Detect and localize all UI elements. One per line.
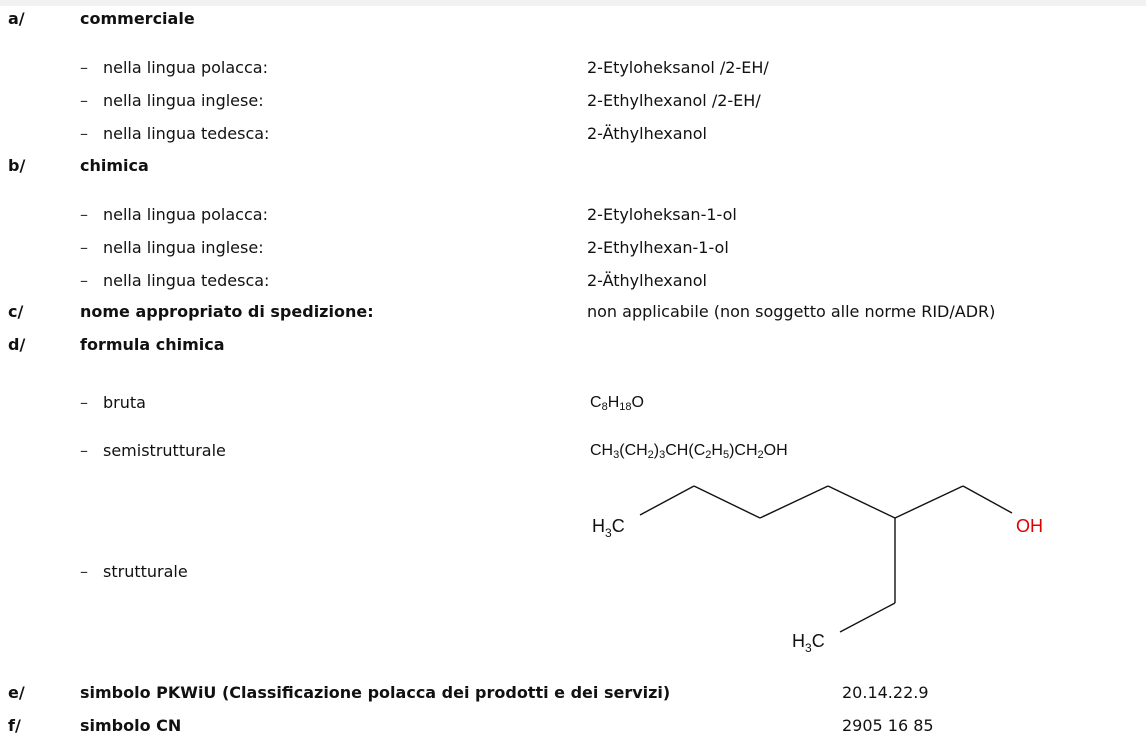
section-b-title: chimica: [80, 156, 149, 175]
item-value: 2-Etyloheksan-1-ol: [587, 205, 737, 224]
bruta-label: bruta: [103, 393, 146, 412]
list-dash: –: [80, 205, 88, 224]
item-value: 2-Äthylhexanol: [587, 124, 707, 143]
item-label: nella lingua inglese:: [103, 238, 264, 257]
section-c-label: c/: [8, 302, 24, 321]
section-a-title: commerciale: [80, 9, 195, 28]
list-dash: –: [80, 441, 88, 460]
shipping-name-value: non applicabile (non soggetto alle norme…: [587, 302, 996, 321]
semi-label: semistrutturale: [103, 441, 226, 460]
cn-value: 2905 16 85: [842, 716, 934, 735]
pkwiu-value: 20.14.22.9: [842, 683, 929, 702]
list-dash: –: [80, 58, 88, 77]
bruta-formula: C8H18O: [590, 394, 644, 413]
item-label: nella lingua inglese:: [103, 91, 264, 110]
top-border: [0, 0, 1146, 6]
structural-formula-diagram: H3C OH H3C: [592, 485, 1043, 655]
section-e-label: e/: [8, 683, 25, 702]
list-dash: –: [80, 271, 88, 290]
hydroxyl-group: OH: [1016, 516, 1043, 536]
methyl-group-top: H3C: [592, 516, 625, 540]
list-dash: –: [80, 124, 88, 143]
section-a-label: a/: [8, 9, 25, 28]
semistructural-formula: CH3(CH2)3CH(C2H5)CH2OH: [590, 442, 788, 461]
item-label: nella lingua polacca:: [103, 205, 268, 224]
skeleton-bonds: [639, 485, 1013, 633]
item-label: nella lingua tedesca:: [103, 271, 270, 290]
section-d-title: formula chimica: [80, 335, 225, 354]
section-c-title: nome appropriato di spedizione:: [80, 302, 374, 321]
item-label: nella lingua polacca:: [103, 58, 268, 77]
methyl-group-bottom: H3C: [792, 631, 825, 655]
list-dash: –: [80, 91, 88, 110]
structural-label: strutturale: [103, 562, 188, 581]
item-value: 2-Ethylhexan-1-ol: [587, 238, 729, 257]
item-label: nella lingua tedesca:: [103, 124, 270, 143]
list-dash: –: [80, 562, 88, 581]
list-dash: –: [80, 393, 88, 412]
list-dash: –: [80, 238, 88, 257]
item-value: 2-Etyloheksanol /2-EH/: [587, 58, 769, 77]
section-f-label: f/: [8, 716, 21, 735]
section-b-label: b/: [8, 156, 26, 175]
item-value: 2-Ethylhexanol /2-EH/: [587, 91, 761, 110]
section-d-label: d/: [8, 335, 26, 354]
item-value: 2-Äthylhexanol: [587, 271, 707, 290]
section-e-title: simbolo PKWiU (Classificazione polacca d…: [80, 683, 671, 702]
section-f-title: simbolo CN: [80, 716, 182, 735]
